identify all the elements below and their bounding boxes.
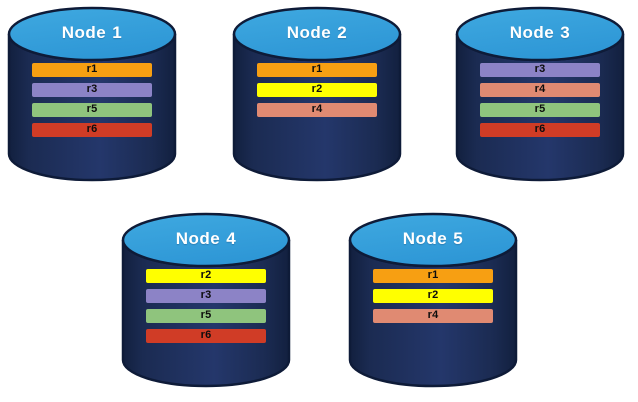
replica-label: r2 [200, 269, 212, 281]
replica-list-node-5: r1 r2 r4 [373, 269, 493, 323]
replica-bar[interactable]: r4 [373, 309, 493, 323]
replica-label: r3 [200, 289, 212, 301]
replica-bar[interactable]: r2 [373, 289, 493, 303]
cylinder-top-ellipse [348, 212, 518, 268]
replica-label: r5 [200, 309, 212, 321]
replica-label: r4 [311, 103, 323, 115]
replica-label: r4 [534, 83, 546, 95]
cylinder-top-ellipse [7, 6, 177, 62]
replica-list-node-2: r1 r2 r4 [257, 63, 377, 117]
replica-bar[interactable]: r6 [32, 123, 152, 137]
replica-label: r6 [534, 123, 546, 135]
replica-label: r3 [534, 63, 546, 75]
replica-bar[interactable]: r2 [257, 83, 377, 97]
cylinder-top-ellipse [232, 6, 402, 62]
replica-label: r5 [86, 103, 98, 115]
replica-label: r2 [427, 289, 439, 301]
replica-bar[interactable]: r6 [480, 123, 600, 137]
replica-bar[interactable]: r6 [146, 329, 266, 343]
replica-bar[interactable]: r1 [257, 63, 377, 77]
replica-bar[interactable]: r5 [32, 103, 152, 117]
replica-bar[interactable]: r3 [146, 289, 266, 303]
replica-label: r6 [200, 329, 212, 341]
replica-bar[interactable]: r1 [32, 63, 152, 77]
replica-list-node-4: r2 r3 r5 r6 [146, 269, 266, 343]
replica-label: r4 [427, 309, 439, 321]
replica-label: r5 [534, 103, 546, 115]
replica-bar[interactable]: r2 [146, 269, 266, 283]
replica-label: r1 [311, 63, 323, 75]
replica-label: r3 [86, 83, 98, 95]
replica-label: r1 [427, 269, 439, 281]
cylinder-top-ellipse [121, 212, 291, 268]
replica-list-node-1: r1 r3 r5 r6 [32, 63, 152, 137]
replica-bar[interactable]: r3 [480, 63, 600, 77]
replica-bar[interactable]: r3 [32, 83, 152, 97]
cylinder-top-ellipse [455, 6, 625, 62]
replica-label: r6 [86, 123, 98, 135]
replica-list-node-3: r3 r4 r5 r6 [480, 63, 600, 137]
replica-bar[interactable]: r4 [257, 103, 377, 117]
replica-bar[interactable]: r5 [146, 309, 266, 323]
replica-bar[interactable]: r1 [373, 269, 493, 283]
replica-label: r1 [86, 63, 98, 75]
replica-bar[interactable]: r4 [480, 83, 600, 97]
replica-bar[interactable]: r5 [480, 103, 600, 117]
replica-label: r2 [311, 83, 323, 95]
